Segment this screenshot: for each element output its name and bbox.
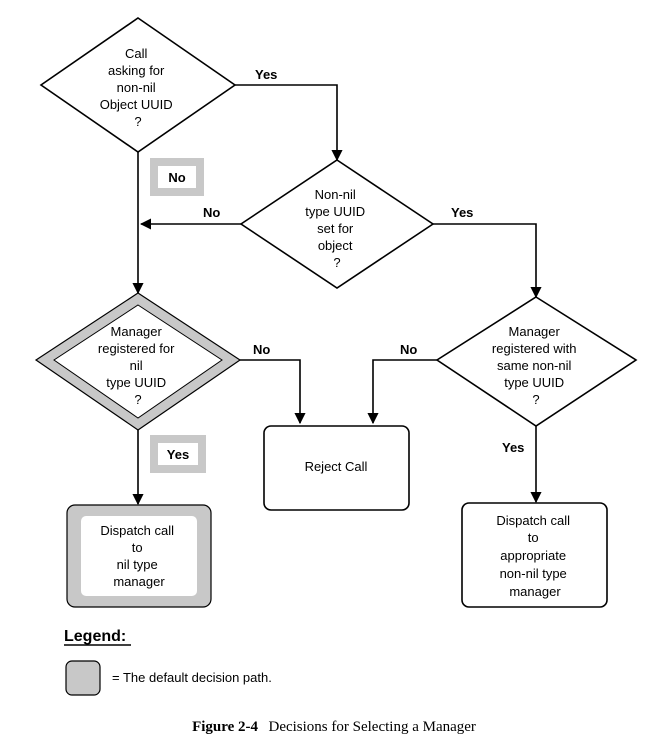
- legend-description: = The default decision path.: [112, 670, 272, 685]
- decision-nonnil-type-set-line-5: ?: [333, 255, 340, 270]
- decision-manager-nil-line-4: type UUID: [106, 375, 166, 390]
- decision-call-asking-line-3: non-nil: [117, 80, 156, 95]
- decision-nonnil-type-set-line-1: Non-nil: [315, 187, 356, 202]
- decision-call-asking-line-4: Object UUID: [100, 97, 173, 112]
- figure-caption-text: Decisions for Selecting a Manager: [268, 719, 475, 735]
- svg-text:Manager registered with: Manager registered with same non-nil typ…: [492, 324, 580, 407]
- process-dispatch-nil-line-3: nil type: [117, 557, 158, 572]
- label-manager-nil-yes-box: Yes: [150, 435, 206, 473]
- decision-manager-same-line-5: ?: [532, 392, 539, 407]
- decision-nonnil-type-set-line-4: object: [318, 238, 353, 253]
- edge-manager-same-no: [367, 359, 437, 425]
- decision-manager-nil: Manager registered for nil type UUID ?: [34, 292, 242, 431]
- svg-text:Non-nil type UUID: Non-nil type UUID set for object ?: [305, 187, 369, 270]
- connectors: [132, 84, 542, 506]
- svg-text:Call asking for no: Call asking for non-nil Object UUID ?: [100, 46, 177, 129]
- process-dispatch-nil-line-2: to: [132, 540, 143, 555]
- decision-manager-nil-line-3: nil: [130, 358, 143, 373]
- process-reject-call: Reject Call: [263, 425, 410, 511]
- decision-nonnil-type-set-line-3: set for: [317, 221, 354, 236]
- legend-swatch: [65, 660, 101, 696]
- decision-manager-same: Manager registered with same non-nil typ…: [435, 296, 638, 427]
- process-dispatch-appropriate-line-5: manager: [509, 584, 561, 599]
- process-reject-call-label: Reject Call: [305, 459, 368, 474]
- edge-manager-nil-no: [240, 359, 306, 425]
- process-dispatch-appropriate: Dispatch call to appropriate non-nil typ…: [461, 502, 608, 608]
- figure-caption-label: Figure 2-4: [192, 719, 258, 735]
- decision-manager-nil-line-1: Manager: [111, 324, 163, 339]
- decision-call-asking: Call asking for non-nil Object UUID ?: [39, 17, 237, 153]
- process-dispatch-appropriate-line-4: non-nil type: [500, 566, 567, 581]
- label-type-set-no: No: [203, 205, 220, 220]
- decision-call-asking-line-2: asking for: [108, 63, 165, 78]
- edge-call-yes: [235, 84, 343, 162]
- legend-title: Legend:: [64, 628, 126, 645]
- svg-text:Dispatch call to a: Dispatch call to appropriate non-nil typ…: [496, 513, 573, 599]
- process-dispatch-appropriate-line-2: to: [528, 530, 539, 545]
- decision-manager-nil-line-5: ?: [134, 392, 141, 407]
- edge-type-set-yes: [433, 223, 542, 299]
- label-type-set-yes: Yes: [451, 205, 473, 220]
- svg-text:Manager registered for: Manager registered for nil type UUID ?: [98, 324, 178, 407]
- decision-manager-same-line-1: Manager: [509, 324, 561, 339]
- process-dispatch-nil: Dispatch call to nil type manager: [66, 504, 212, 608]
- process-dispatch-appropriate-line-3: appropriate: [500, 548, 566, 563]
- label-manager-nil-no: No: [253, 342, 270, 357]
- decision-call-asking-line-1: Call: [125, 46, 148, 61]
- process-dispatch-appropriate-line-1: Dispatch call: [496, 513, 570, 528]
- label-call-yes: Yes: [255, 67, 277, 82]
- label-manager-same-no: No: [400, 342, 417, 357]
- process-dispatch-nil-line-1: Dispatch call: [100, 523, 174, 538]
- svg-text:Reject Call: Reject Call: [305, 459, 368, 474]
- label-call-no: No: [168, 170, 185, 185]
- decision-manager-same-line-3: same non-nil: [497, 358, 572, 373]
- legend: Legend: = The default decision path.: [64, 628, 272, 696]
- decision-manager-nil-line-2: registered for: [98, 341, 175, 356]
- figure-caption: Figure 2-4 Decisions for Selecting a Man…: [192, 718, 476, 735]
- process-dispatch-nil-line-4: manager: [113, 574, 165, 589]
- label-manager-same-yes: Yes: [502, 440, 524, 455]
- label-call-no-box: No: [150, 158, 204, 196]
- decision-manager-same-line-2: registered with: [492, 341, 577, 356]
- decision-nonnil-type-set-line-2: type UUID: [305, 204, 365, 219]
- svg-text:Dispatch call to n: Dispatch call to nil type manager: [100, 523, 177, 589]
- decision-nonnil-type-set: Non-nil type UUID set for object ?: [239, 159, 435, 289]
- label-manager-nil-yes: Yes: [167, 447, 189, 462]
- decision-manager-same-line-4: type UUID: [504, 375, 564, 390]
- decision-call-asking-line-5: ?: [134, 114, 141, 129]
